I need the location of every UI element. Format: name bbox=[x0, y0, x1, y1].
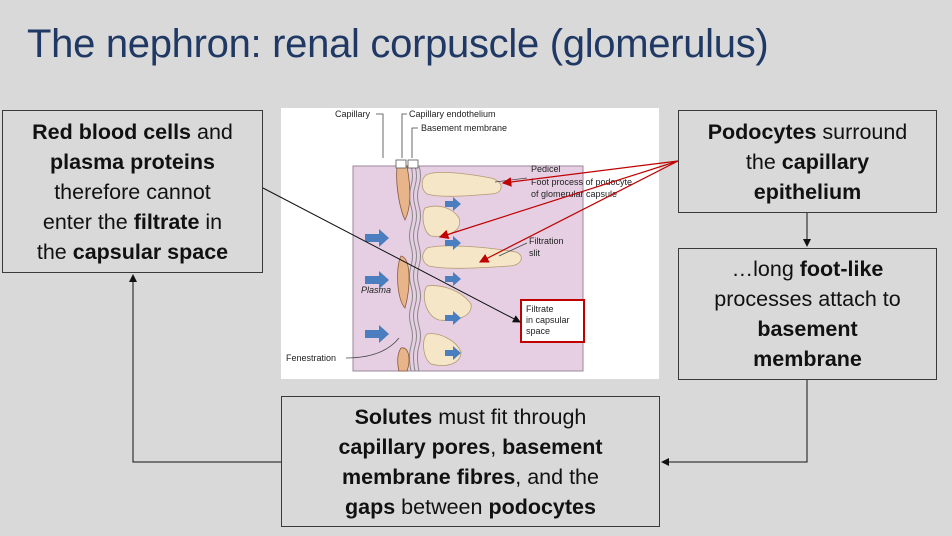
flow-arrow bbox=[445, 311, 461, 325]
leader-line bbox=[411, 127, 418, 158]
text-fragment: membrane fibres bbox=[342, 464, 516, 489]
podocyte-foot bbox=[423, 285, 472, 321]
flow-arrow bbox=[365, 229, 389, 247]
text-fragment: , and the bbox=[515, 464, 599, 489]
text-fragment: the bbox=[36, 239, 73, 264]
flow-arrow bbox=[445, 346, 461, 360]
text-fragment: Red blood cells bbox=[32, 119, 192, 144]
podocyte-foot bbox=[421, 171, 502, 197]
leader-line bbox=[376, 113, 384, 158]
endothelium-segment bbox=[397, 255, 410, 309]
text-fragment: podocytes bbox=[488, 494, 596, 519]
flow-connector-to-left bbox=[129, 274, 281, 463]
text-fragment: surround bbox=[816, 119, 908, 144]
text-fragment: capillary pores bbox=[338, 434, 491, 459]
basement-membrane-line bbox=[417, 165, 421, 372]
label-fenestration: Fenestration bbox=[286, 353, 336, 363]
text-fragment: between bbox=[395, 494, 489, 519]
podocyte-foot bbox=[422, 245, 522, 269]
annotation-arrow-filtrate bbox=[262, 187, 521, 323]
flow-arrow bbox=[365, 271, 389, 289]
text-fragment: …long bbox=[731, 257, 800, 281]
text-fragment: the bbox=[745, 149, 782, 174]
annotation-arrow-pedicel bbox=[501, 160, 679, 187]
text-fragment: in bbox=[199, 209, 223, 234]
text-fragment: processes attach to bbox=[714, 287, 901, 311]
capillary-wall-cap bbox=[395, 159, 407, 169]
leader-line bbox=[498, 242, 528, 257]
label-pedicel: Pedicel bbox=[531, 164, 561, 174]
text-fragment: enter the bbox=[42, 209, 134, 234]
text-box-solutes: Solutes must fit through capillary pores… bbox=[281, 396, 660, 527]
leader-line bbox=[345, 337, 400, 359]
text-fragment: epithelium bbox=[753, 179, 862, 204]
slide-title: The nephron: renal corpuscle (glomerulus… bbox=[27, 22, 769, 66]
text-fragment: therefore cannot bbox=[54, 179, 211, 204]
text-fragment: must fit through bbox=[432, 404, 587, 429]
label-basement-membrane: Basement membrane bbox=[421, 123, 507, 133]
label-capillary: Capillary bbox=[335, 109, 371, 119]
text-box-podocytes: Podocytes surround the capillary epithel… bbox=[678, 110, 937, 213]
text-fragment: , bbox=[490, 434, 503, 459]
text-fragment: Solutes bbox=[354, 404, 433, 429]
basement-membrane-line bbox=[413, 165, 417, 372]
leader-line bbox=[401, 113, 407, 158]
annotation-arrow-foot bbox=[438, 160, 679, 240]
text-box-red-blood-cells: Red blood cells and plasma proteins ther… bbox=[2, 110, 263, 273]
label-filtration-slit: slit bbox=[529, 248, 540, 258]
label-filtrate: space bbox=[526, 326, 550, 336]
endothelium-segment bbox=[396, 165, 411, 221]
label-filtrate: Filtrate bbox=[526, 304, 554, 314]
text-fragment: plasma proteins bbox=[50, 149, 215, 174]
text-fragment: and bbox=[191, 119, 233, 144]
text-fragment: membrane bbox=[753, 347, 862, 371]
label-capillary-endothelium: Capillary endothelium bbox=[409, 109, 496, 119]
text-fragment: capillary bbox=[781, 149, 870, 174]
annotation-arrow-foot bbox=[478, 160, 679, 263]
podocyte-foot bbox=[423, 333, 462, 366]
flow-arrow bbox=[445, 236, 461, 250]
flow-arrow bbox=[365, 325, 389, 343]
text-box-foot-like-processes: …long foot-like processes attach to base… bbox=[678, 248, 937, 380]
text-fragment: gaps bbox=[345, 494, 396, 519]
text-fragment: Podocytes bbox=[707, 119, 817, 144]
label-foot-process: Foot process of podocyte bbox=[531, 177, 632, 187]
renal-corpuscle-illustration: Capillary Capillary endothelium Basement… bbox=[286, 109, 632, 372]
filtrate-highlight-box bbox=[520, 299, 585, 343]
flow-connector-to-bottom bbox=[661, 380, 808, 466]
label-plasma: Plasma bbox=[361, 285, 391, 295]
renal-corpuscle-figure: Capillary Capillary endothelium Basement… bbox=[281, 108, 659, 379]
label-filtration-slit: Filtration bbox=[529, 236, 564, 246]
text-fragment: filtrate bbox=[133, 209, 200, 234]
text-fragment: basement bbox=[502, 434, 603, 459]
flow-arrow bbox=[445, 272, 461, 286]
text-fragment: foot-like bbox=[799, 257, 884, 281]
endothelium-segment bbox=[397, 347, 410, 372]
flow-arrow bbox=[445, 197, 461, 211]
text-fragment: capsular space bbox=[72, 239, 229, 264]
capillary-wall-cap bbox=[407, 159, 419, 169]
label-filtrate: in capsular bbox=[526, 315, 570, 325]
text-fragment: basement bbox=[757, 317, 858, 341]
